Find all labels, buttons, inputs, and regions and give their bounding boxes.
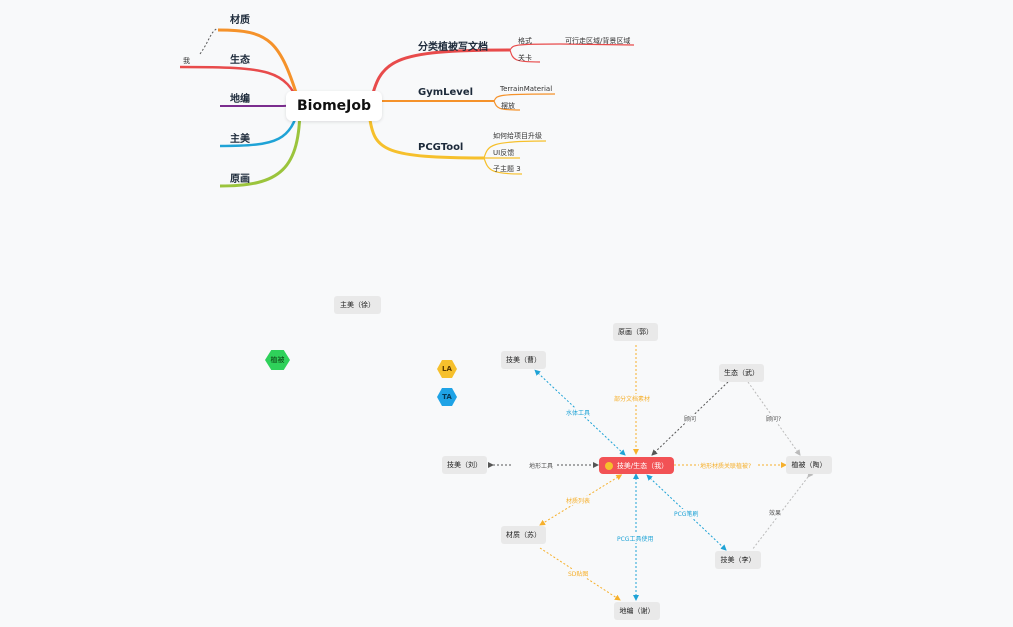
sub-geshi[interactable]: 格式 — [518, 37, 532, 45]
sub-line-geshi — [509, 43, 561, 51]
sub-line-terrain — [493, 93, 556, 102]
edge-label-caizhi-list: 材质列表 — [565, 496, 592, 505]
branch-line-yuanhua — [219, 104, 302, 188]
me-link — [199, 27, 219, 55]
sub-line-gc — [559, 43, 635, 46]
sub-terrain[interactable]: TerrainMaterial — [500, 85, 553, 93]
hex-zhibei[interactable]: 植被 — [265, 350, 290, 370]
me-label[interactable]: 我 — [183, 57, 190, 65]
edge-label-pcg-bianji: PCG笔刷 — [673, 509, 700, 518]
sub-keixingzou[interactable]: 可行走区域/背景区域 — [565, 37, 631, 45]
branch-shengtai[interactable]: 生态 — [230, 55, 250, 66]
edge-label-bufen: 部分文档素材 — [613, 394, 652, 403]
node-shengtai[interactable]: 生态（武） — [719, 364, 764, 382]
edge-label-dixing: 地形工具 — [528, 461, 555, 470]
node-dibian[interactable]: 地编（谢） — [614, 602, 660, 620]
branch-caizhi[interactable]: 材质 — [230, 15, 250, 26]
edge-label-shuiti: 水体工具 — [565, 408, 592, 417]
sub-line-guanka — [509, 49, 541, 63]
branch-dibian[interactable]: 地编 — [230, 94, 250, 105]
branch-yuanhua[interactable]: 原画 — [230, 174, 250, 185]
sub-line-sub3 — [483, 157, 523, 175]
node-center[interactable]: 技美/生态（我） — [599, 457, 674, 474]
node-caizhi[interactable]: 材质（苏） — [501, 526, 546, 544]
sub-line-upgrade — [483, 140, 547, 159]
node-jimei-cao[interactable]: 技美（曹） — [501, 351, 546, 369]
branch-pcgtool[interactable]: PCGTool — [418, 142, 464, 153]
branch-zhumei[interactable]: 主美 — [230, 134, 250, 145]
sub-line-baifang — [493, 100, 521, 111]
edge-label-guwen2: 顾问? — [765, 414, 783, 423]
sub-ui[interactable]: UI反馈 — [493, 149, 515, 157]
hex-la[interactable]: LA — [437, 360, 457, 378]
branch-line-caizhi — [217, 28, 302, 106]
edge-label-sd: SD贴图 — [567, 569, 590, 578]
mindmap-root[interactable]: BiomeJob — [286, 91, 382, 121]
node-zhumei-xu[interactable]: 主美（徐） — [334, 296, 381, 314]
edge-label-pcg-use: PCG工具使用 — [616, 534, 655, 543]
smile-icon — [604, 461, 613, 470]
edge-label-guwen: 顾问 — [683, 414, 698, 423]
center-label: 技美/生态（我） — [616, 461, 669, 470]
edge-label-dixing-caizhi: 地形材质关联植被? — [699, 461, 753, 470]
sub-baifang[interactable]: 摆放 — [501, 102, 515, 110]
branch-line-fenlei — [368, 48, 511, 106]
sub-upgrade[interactable]: 如何给项目升级 — [493, 132, 542, 140]
sub-sub3[interactable]: 子主题 3 — [493, 165, 521, 173]
node-yuanhua[interactable]: 原画（郭） — [613, 323, 658, 341]
edge-label-xiaoguo: 效果 — [768, 508, 783, 517]
branch-gymlevel[interactable]: GymLevel — [418, 87, 474, 98]
node-zhibei-tao[interactable]: 植被（陶） — [786, 456, 832, 474]
branch-line-pcg — [368, 119, 485, 160]
node-jimei-li[interactable]: 技美（李） — [715, 551, 761, 569]
hex-ta[interactable]: TA — [437, 388, 457, 406]
sub-guanka[interactable]: 关卡 — [518, 54, 532, 62]
edge-xiaoguo — [751, 471, 814, 551]
branch-fenlei[interactable]: 分类植被写文档 — [418, 42, 488, 53]
node-jimei-liu[interactable]: 技美（刘） — [442, 456, 487, 474]
